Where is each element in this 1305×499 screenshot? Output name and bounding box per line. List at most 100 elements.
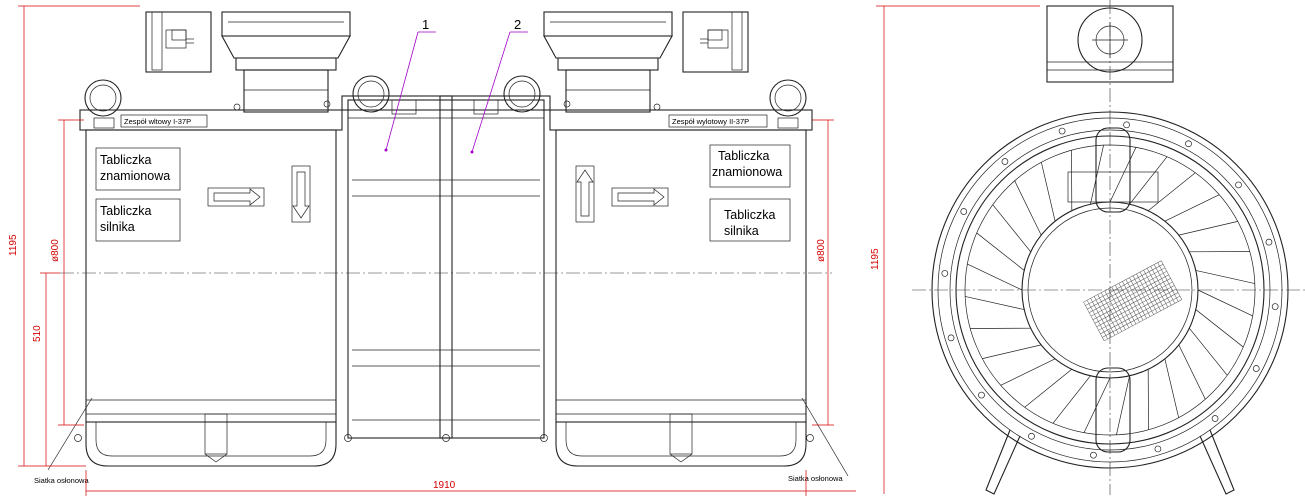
blade [1000, 358, 1056, 386]
blade [965, 296, 1025, 310]
mesh-line [1111, 286, 1133, 327]
blade [1147, 172, 1196, 211]
flange-bolt [1058, 127, 1066, 135]
flange-bolt [1265, 238, 1273, 246]
mesh-line [1150, 266, 1172, 306]
blade [1109, 147, 1137, 203]
blade [1090, 145, 1104, 205]
callouts: 1 2 [384, 17, 528, 154]
mesh-line [1096, 285, 1175, 328]
mesh-line [1125, 279, 1147, 319]
mesh-line [1089, 271, 1167, 313]
bolts [74, 100, 814, 442]
blade [1164, 358, 1179, 418]
mesh-line [1161, 260, 1183, 300]
flange-bolt [1123, 121, 1130, 129]
mesh-line [1098, 288, 1177, 331]
mesh-line [1104, 299, 1183, 342]
mesh-line [1094, 281, 1173, 324]
blade [1178, 344, 1206, 400]
flange-bolt [1185, 140, 1192, 148]
inlet-unit-body [79, 109, 343, 423]
blade [1014, 180, 1042, 236]
mesh-line [1087, 267, 1166, 310]
blade [1129, 156, 1168, 205]
blade [1197, 289, 1253, 317]
guard-mesh-patch [1083, 260, 1183, 342]
plate-labels: Zespół wltowy I-37P Zespół wylotowy II-3… [100, 114, 782, 238]
rating-plate-left-l1: Tabliczka [100, 153, 151, 167]
left-foot-frame [85, 413, 337, 467]
flange-bolt [978, 391, 985, 399]
mesh-line [1115, 285, 1137, 325]
blade [976, 232, 1025, 271]
lifting-eye-1 [84, 79, 122, 117]
guard-mesh-left: Siatka osłonowa [34, 476, 89, 485]
callout-1: 1 [422, 17, 429, 32]
inlet-unit-plate: Zespół wltowy I-37P [124, 117, 191, 126]
lifting-eye-3 [503, 75, 541, 113]
blade [1116, 375, 1130, 435]
outlet-unit-plate: Zespół wylotowy II-37P [672, 117, 749, 126]
dim-diameter-right: ø800 [816, 239, 827, 262]
mesh-line [1100, 292, 1123, 332]
dim-axis-height: 510 [32, 325, 43, 342]
side-dimensions: 1195 ø800 510 1910 ø800 [8, 5, 856, 496]
mesh-line [1097, 294, 1119, 334]
mesh-line [1085, 264, 1164, 306]
mesh-line [1104, 290, 1126, 330]
mesh-line [1153, 264, 1176, 304]
blade [1195, 309, 1244, 348]
end-view [912, 0, 1305, 495]
outlet-unit-body [549, 109, 813, 423]
end-dimensions: 1195 [870, 5, 1040, 494]
rating-plate-right-l1: Tabliczka [718, 149, 769, 163]
mesh-line [1086, 300, 1108, 340]
flange-bolt [947, 334, 955, 342]
dim-total-height-right: 1195 [870, 248, 881, 270]
guard-mesh-labels: Siatka osłonowa Siatka osłonowa [34, 397, 849, 485]
blade [1083, 377, 1111, 433]
mesh-line [1093, 296, 1115, 336]
mesh-line [1129, 277, 1151, 317]
rating-plate-right-l2: znamionowa [712, 165, 782, 179]
lifting-eye-4 [769, 79, 807, 117]
blade [1178, 221, 1238, 236]
rating-plate-left-l2: znamionowa [100, 169, 170, 183]
dim-total-length: 1910 [433, 480, 456, 491]
fan-blades [965, 145, 1255, 435]
left-top-housing [221, 11, 351, 113]
lifting-eye-2 [352, 75, 390, 113]
blade [1052, 375, 1091, 424]
side-view [60, 11, 832, 467]
mesh-line [1122, 281, 1144, 321]
callout-2: 2 [514, 17, 521, 32]
left-top-bracket [145, 11, 212, 73]
flange-bolt [1028, 432, 1035, 440]
flange-bolt [1090, 451, 1097, 459]
blade [1195, 270, 1255, 284]
mesh-line [1136, 273, 1158, 313]
flange-bolts [941, 121, 1279, 459]
flange-bolt [1235, 181, 1242, 189]
middle-adapter [341, 95, 551, 439]
mesh-line [1083, 260, 1162, 303]
mesh-line [1100, 292, 1179, 335]
dim-total-height-left: 1195 [8, 234, 19, 256]
mesh-line [1157, 262, 1179, 302]
guard-mesh-right: Siatka osłonowa [788, 474, 843, 483]
mesh-line [1092, 278, 1171, 320]
motor-plate-left-l2: silnika [100, 220, 135, 234]
flange-bolt [1154, 445, 1162, 453]
dim-diameter-left: ø800 [50, 239, 61, 262]
right-top-housing [543, 11, 673, 113]
flange-bolt [1271, 303, 1279, 310]
blade [1164, 194, 1220, 222]
mesh-line [1143, 270, 1165, 310]
mesh-line [1102, 295, 1181, 338]
mesh-line [1146, 268, 1168, 308]
right-foot-frame [555, 413, 807, 467]
mesh-line [1083, 301, 1105, 342]
mesh-line [1118, 283, 1140, 323]
